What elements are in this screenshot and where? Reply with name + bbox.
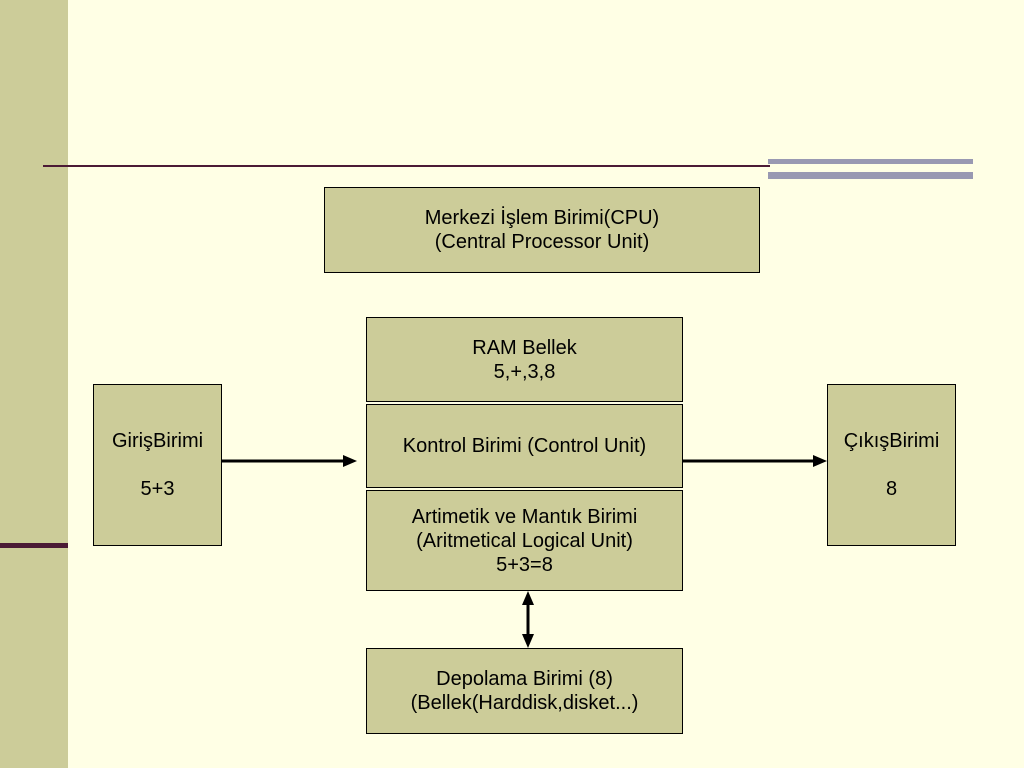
side-bar bbox=[0, 0, 68, 768]
storage-subtitle: (Bellek(Harddisk,disket...) bbox=[410, 692, 639, 714]
output-unit-label: ÇıkışBirimi bbox=[843, 430, 940, 452]
output-unit-box: ÇıkışBirimi 8 bbox=[827, 384, 956, 546]
input-unit-label: GirişBirimi bbox=[111, 430, 204, 452]
input-unit-box: GirişBirimi 5+3 bbox=[93, 384, 222, 546]
side-accent-line bbox=[0, 543, 68, 548]
corner-stripe-bottom bbox=[768, 172, 973, 179]
alu-title: Artimetik ve Mantık Birimi bbox=[411, 505, 638, 528]
storage-title: Depolama Birimi (8) bbox=[436, 668, 613, 690]
control-to-output-arrow bbox=[683, 455, 827, 467]
alu-storage-bidirectional-arrow bbox=[522, 591, 534, 648]
cpu-subtitle: (Central Processor Unit) bbox=[434, 231, 650, 253]
ram-box: RAM Bellek 5,+,3,8 bbox=[366, 317, 683, 402]
cpu-box: Merkezi İşlem Birimi(CPU) (Central Proce… bbox=[324, 187, 760, 273]
corner-stripe-top bbox=[768, 159, 973, 164]
cpu-title: Merkezi İşlem Birimi(CPU) bbox=[424, 207, 660, 229]
ram-label: RAM Bellek bbox=[472, 336, 577, 359]
input-to-control-arrow bbox=[222, 455, 357, 467]
ram-value: 5,+,3,8 bbox=[493, 360, 556, 383]
title-divider bbox=[43, 165, 770, 167]
control-unit-label: Kontrol Birimi (Control Unit) bbox=[402, 435, 647, 457]
alu-subtitle: (Aritmetical Logical Unit) bbox=[416, 529, 633, 552]
storage-unit-box: Depolama Birimi (8) (Bellek(Harddisk,dis… bbox=[366, 648, 683, 734]
control-unit-box: Kontrol Birimi (Control Unit) bbox=[366, 404, 683, 488]
output-unit-value: 8 bbox=[885, 478, 898, 500]
alu-box: Artimetik ve Mantık Birimi (Aritmetical … bbox=[366, 490, 683, 591]
input-unit-value: 5+3 bbox=[140, 478, 175, 500]
alu-value: 5+3=8 bbox=[496, 553, 553, 576]
